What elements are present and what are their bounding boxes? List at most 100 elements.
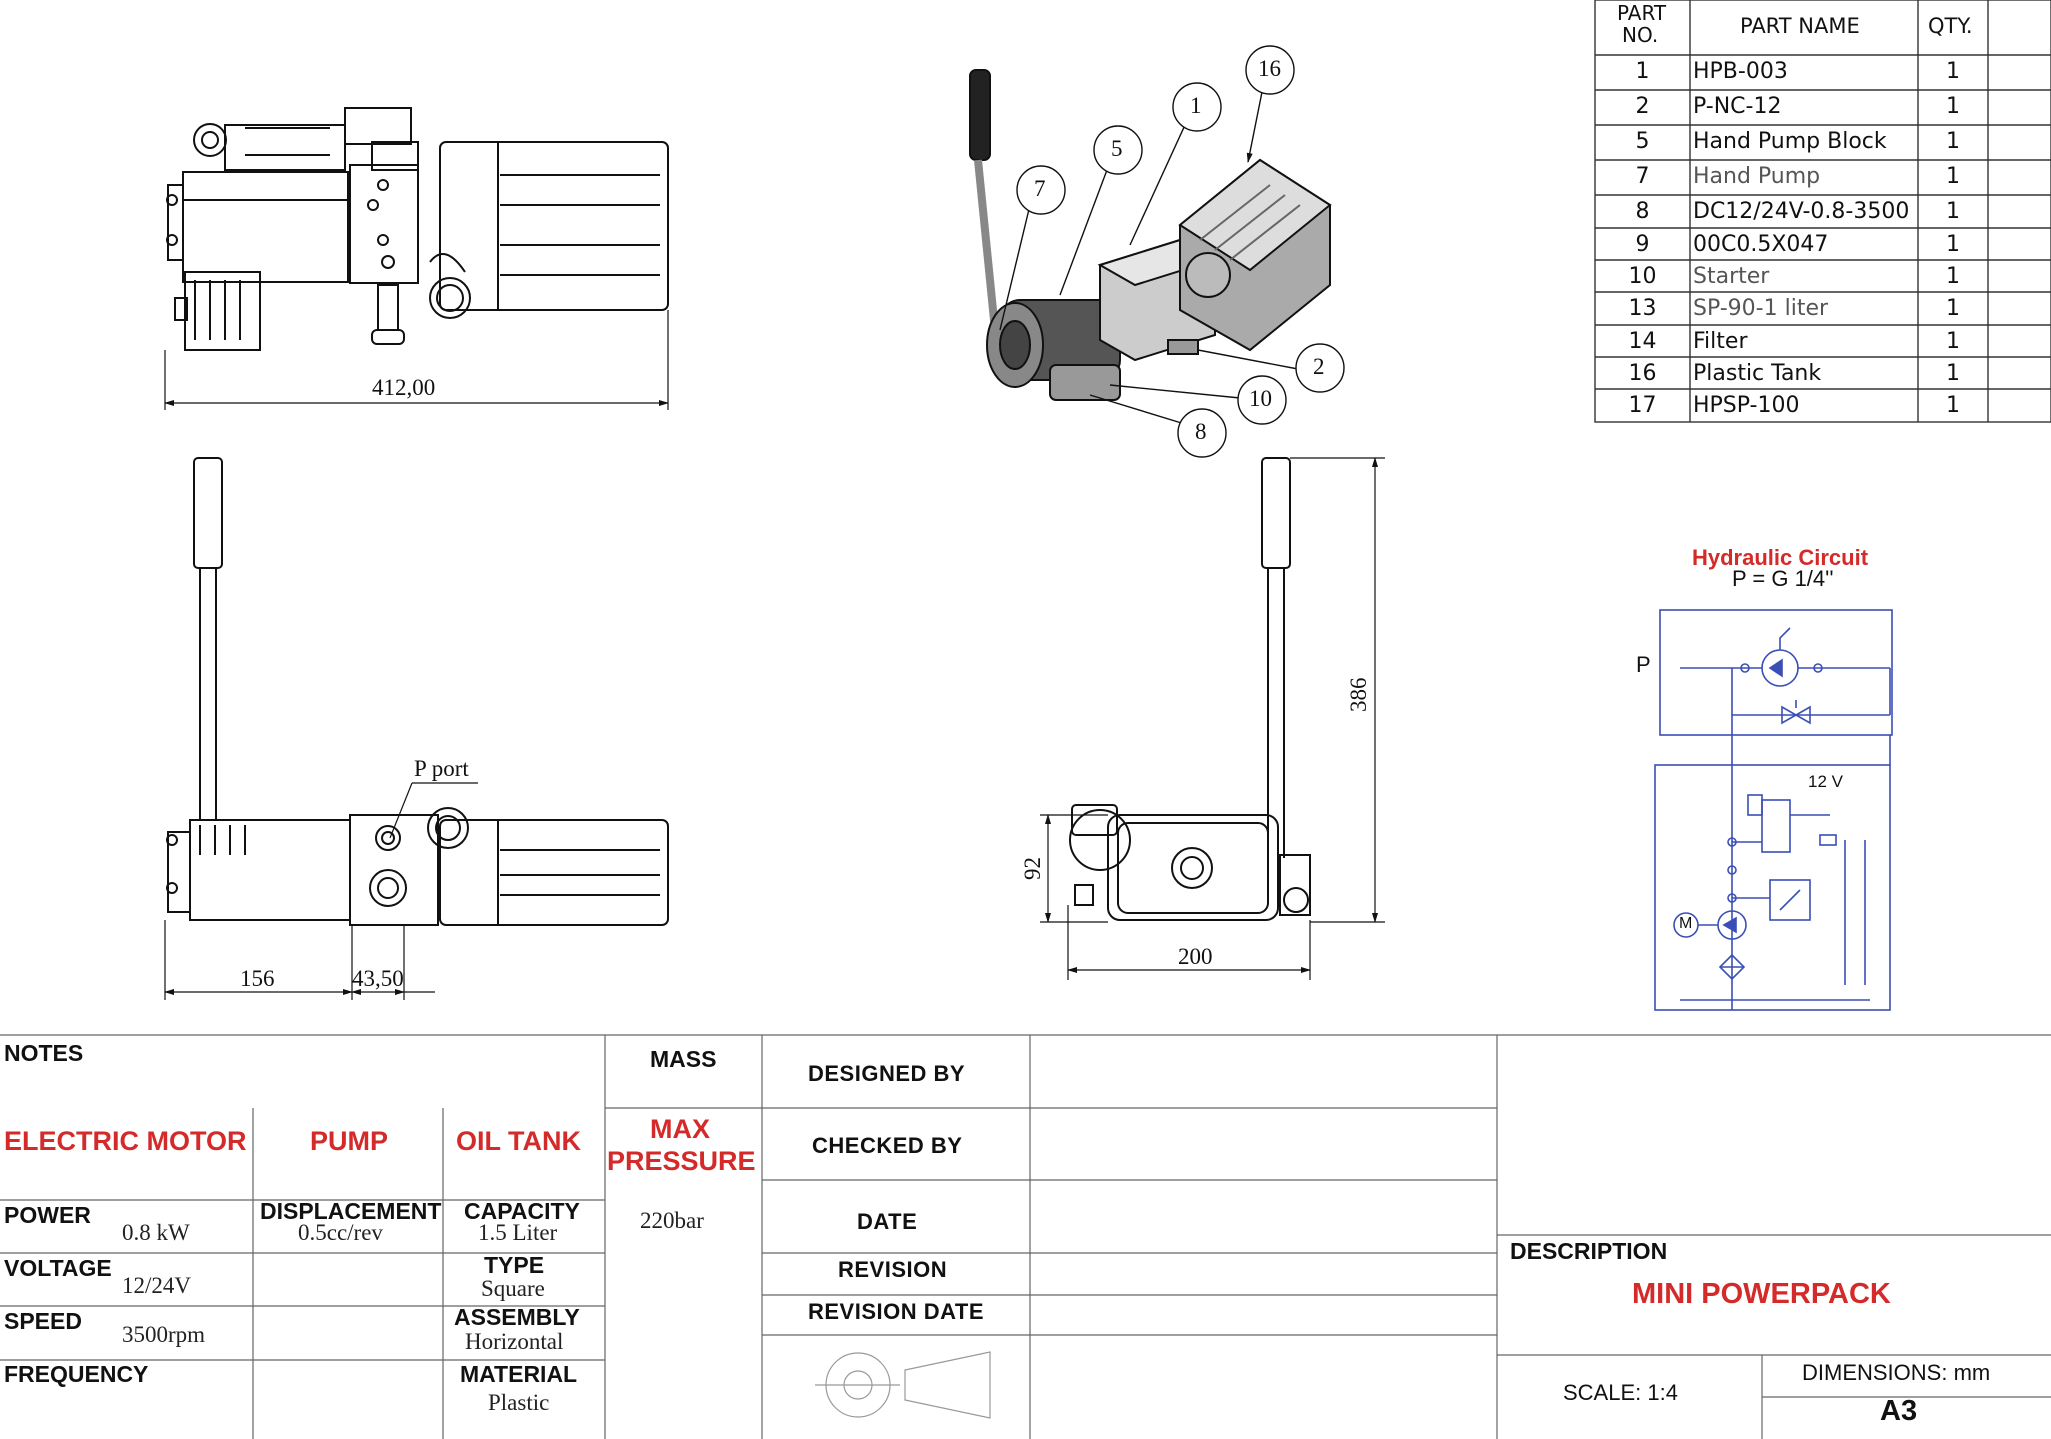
- part-qty: 1: [1946, 329, 1960, 354]
- title-block-grid: [0, 1034, 2051, 1439]
- date-label: DATE: [857, 1209, 918, 1234]
- balloon-label: 16: [1258, 56, 1281, 81]
- type-label: TYPE: [484, 1252, 545, 1278]
- balloon-label: 2: [1313, 354, 1325, 379]
- parts-header-name: PART NAME: [1740, 14, 1860, 38]
- checked-by-label: CHECKED BY: [812, 1133, 963, 1158]
- part-name: Starter: [1693, 264, 1770, 289]
- pressure-value: 220bar: [640, 1208, 704, 1233]
- speed-value: 3500rpm: [122, 1322, 206, 1347]
- type-value: Square: [481, 1276, 545, 1301]
- assembly-value: Horizontal: [465, 1329, 564, 1354]
- part-number: 1: [1635, 59, 1650, 84]
- balloon-label: 7: [1034, 176, 1046, 201]
- part-qty: 1: [1946, 59, 1960, 84]
- parts-table-grid: [1594, 0, 2051, 423]
- balloon-label: 8: [1195, 419, 1207, 444]
- balloon-16: [1245, 45, 1295, 95]
- notes-label: NOTES: [4, 1040, 84, 1066]
- dim-front-a: 156: [240, 966, 275, 991]
- parts-header-no-1: PART: [1617, 1, 1667, 25]
- description-label: DESCRIPTION: [1510, 1238, 1668, 1264]
- dim-top-length: 412,00: [372, 375, 436, 400]
- part-name: Hand Pump: [1693, 164, 1821, 189]
- hydraulic-circuit: [1654, 609, 1893, 1011]
- part-number: 10: [1628, 264, 1657, 289]
- dim-front-b: 43,50: [352, 966, 404, 991]
- part-number: 2: [1635, 94, 1650, 119]
- balloon-10: [1237, 375, 1287, 425]
- power-value: 0.8 kW: [122, 1220, 190, 1245]
- balloon-7: [1016, 165, 1066, 215]
- part-qty: 1: [1946, 94, 1960, 119]
- hydraulic-subtitle: P = G 1/4'': [1732, 566, 1834, 591]
- part-qty: 1: [1946, 393, 1960, 418]
- parts-header-no-2: NO.: [1622, 23, 1659, 47]
- voltage-value: 12/24V: [122, 1273, 191, 1298]
- capacity-label: CAPACITY: [464, 1198, 580, 1224]
- assembly-label: ASSEMBLY: [454, 1304, 580, 1330]
- part-number: 8: [1635, 199, 1650, 224]
- sheet-size-label: A3: [1880, 1395, 1918, 1427]
- material-value: Plastic: [488, 1390, 550, 1415]
- p-port-label: P port: [414, 756, 469, 781]
- part-number: 14: [1628, 329, 1657, 354]
- speed-label: SPEED: [4, 1308, 82, 1334]
- part-name: DC12/24V-0.8-3500: [1693, 199, 1910, 224]
- dim-side-small: 92: [1020, 857, 1045, 880]
- displacement-label: DISPLACEMENT: [260, 1198, 442, 1224]
- balloon-5: [1093, 125, 1143, 175]
- part-number: 5: [1635, 129, 1650, 154]
- part-qty: 1: [1946, 264, 1960, 289]
- revision-label: REVISION: [838, 1257, 948, 1282]
- hydraulic-p-label: P: [1636, 652, 1651, 677]
- part-qty: 1: [1946, 296, 1960, 321]
- part-name: SP-90-1 liter: [1693, 296, 1829, 321]
- part-name: HPSP-100: [1693, 393, 1800, 418]
- balloon-label: 1: [1190, 93, 1202, 118]
- scale-label: SCALE: 1:4: [1563, 1380, 1678, 1405]
- part-qty: 1: [1946, 199, 1960, 224]
- mass-label: MASS: [650, 1046, 717, 1072]
- dim-side-width: 200: [1178, 944, 1213, 969]
- part-name: P-NC-12: [1693, 94, 1782, 119]
- hydraulic-voltage: 12 V: [1808, 772, 1843, 791]
- hydraulic-motor: M: [1679, 915, 1693, 932]
- part-qty: 1: [1946, 361, 1960, 386]
- side-view: [1040, 457, 1385, 980]
- balloon-8: [1177, 408, 1227, 458]
- dim-side-height: 386: [1346, 677, 1371, 713]
- part-qty: 1: [1946, 129, 1960, 154]
- part-name: 00C0.5X047: [1693, 232, 1829, 257]
- revision-date-label: REVISION DATE: [808, 1299, 985, 1324]
- displacement-value: 0.5cc/rev: [298, 1220, 383, 1245]
- part-number: 16: [1628, 361, 1657, 386]
- part-number: 7: [1635, 164, 1650, 189]
- frequency-label: FREQUENCY: [4, 1361, 149, 1387]
- balloon-1: [1172, 82, 1222, 132]
- description-value: MINI POWERPACK: [1632, 1278, 1891, 1310]
- part-name: Filter: [1693, 329, 1748, 354]
- material-label: MATERIAL: [460, 1361, 578, 1387]
- max-pressure-heading-2: PRESSURE: [607, 1146, 756, 1176]
- part-number: 9: [1635, 232, 1650, 257]
- balloon-2: [1295, 343, 1345, 393]
- max-pressure-heading-1: MAX: [650, 1114, 710, 1144]
- part-qty: 1: [1946, 232, 1960, 257]
- isometric-view: [969, 45, 1345, 458]
- power-label: POWER: [4, 1202, 91, 1228]
- dimensions-unit-label: DIMENSIONS: mm: [1802, 1360, 1991, 1385]
- capacity-value: 1.5 Liter: [478, 1220, 558, 1245]
- part-qty: 1: [1946, 164, 1960, 189]
- pump-heading: PUMP: [310, 1126, 389, 1156]
- oil-tank-heading: OIL TANK: [456, 1126, 581, 1156]
- part-number: 17: [1628, 393, 1657, 418]
- front-view: [164, 457, 669, 1000]
- parts-header-qty: QTY.: [1928, 14, 1973, 38]
- hydraulic-title: Hydraulic Circuit: [1692, 545, 1869, 570]
- designed-by-label: DESIGNED BY: [808, 1061, 966, 1086]
- balloon-label: 5: [1111, 136, 1123, 161]
- part-number: 13: [1628, 296, 1657, 321]
